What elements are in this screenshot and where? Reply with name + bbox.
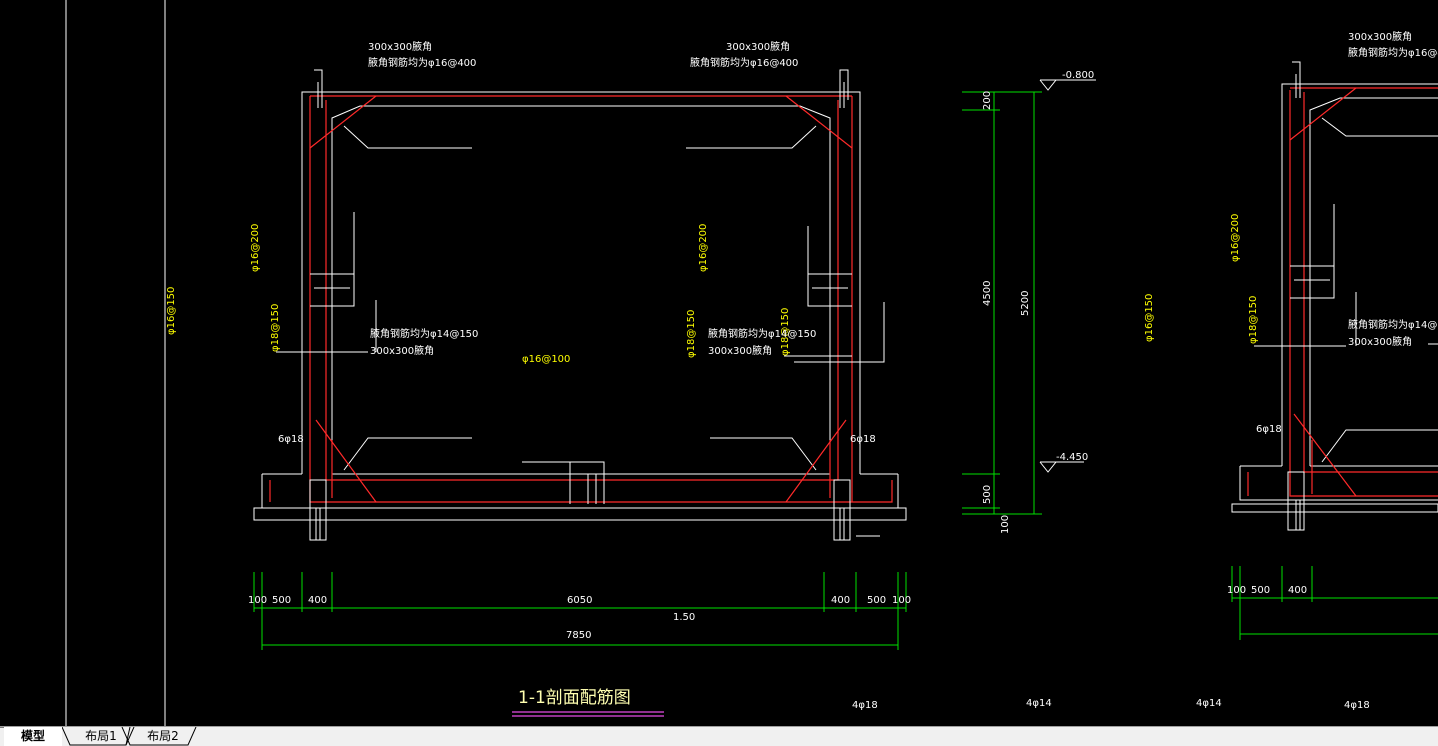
dim-400-right: 400	[831, 595, 850, 606]
tab-model[interactable]: 模型	[4, 727, 62, 746]
bar-label-wall-inner-mid: φ18@150	[686, 310, 697, 358]
bar-label-partial-outer: φ16@200	[1230, 214, 1241, 262]
callout-corner-size-left: 300x300腋角	[368, 40, 432, 53]
bar-label-far-left: φ16@150	[166, 287, 177, 335]
dim-500-vertical: 500	[982, 485, 993, 504]
dim-400-left: 400	[308, 595, 327, 606]
callout-mid-size-left: 300x300腋角	[370, 344, 434, 357]
tab-layout2[interactable]: 布局2	[147, 729, 179, 743]
elevation-bottom: -4.450	[1056, 452, 1088, 463]
bar-label-six-left: 6φ18	[278, 434, 304, 445]
callout-partial-corner-bar: 腋角钢筋均为φ16@400	[1348, 46, 1438, 59]
callout-partial-mid-size: 300x300腋角	[1348, 335, 1412, 348]
bar-label-wall-inner-right: φ18@150	[780, 308, 791, 356]
bar-label-partial-inner: φ18@150	[1248, 296, 1259, 344]
bar-label-wall-outer-left: φ16@200	[250, 224, 261, 272]
dim-100-right: 100	[892, 595, 911, 606]
schedule-label-2: 4φ14	[1026, 698, 1052, 709]
dim-100-left: 100	[248, 595, 267, 606]
bar-label-mid-right: φ16@150	[1144, 294, 1155, 342]
dim-partial-100: 100	[1227, 585, 1246, 596]
callout-mid-size-right: 300x300腋角	[708, 344, 772, 357]
bar-label-wall-inner-left: φ18@150	[270, 304, 281, 352]
dim-100-vertical: 100	[1000, 515, 1011, 534]
dim-4500-vertical: 4500	[982, 281, 993, 306]
callout-corner-bar-right: 腋角钢筋均为φ16@400	[690, 56, 798, 69]
dim-5200-vertical: 5200	[1020, 291, 1031, 316]
dim-500-right: 500	[867, 595, 886, 606]
dim-partial-500: 500	[1251, 585, 1270, 596]
callout-partial-corner-size: 300x300腋角	[1348, 30, 1412, 43]
partial-dimensions	[1231, 566, 1438, 640]
bar-label-slab: φ16@100	[522, 354, 570, 365]
bar-label-six-right: 6φ18	[850, 434, 876, 445]
dim-500-left: 500	[272, 595, 291, 606]
callout-mid-bar-right: 腋角钢筋均为φ14@150	[708, 327, 816, 340]
tab-outline	[0, 727, 197, 746]
schedule-label-1: 4φ18	[852, 700, 878, 711]
vertical-dimensions	[962, 79, 1096, 515]
callout-mid-bar-left: 腋角钢筋均为φ14@150	[370, 327, 478, 340]
dim-200-vertical: 200	[982, 91, 993, 110]
dim-6050: 6050	[567, 595, 592, 606]
horizontal-dimensions	[253, 572, 907, 650]
elevation-top: -0.800	[1062, 70, 1094, 81]
bar-label-wall-outer-right: φ16@200	[698, 224, 709, 272]
dim-7850: 7850	[566, 630, 591, 641]
callout-partial-mid-bar: 腋角钢筋均为φ14@150	[1348, 318, 1438, 331]
layout-tab-bar: 模型 布局1 布局2	[0, 726, 1438, 746]
callout-corner-size-right: 300x300腋角	[726, 40, 790, 53]
dim-150: 1.50	[673, 612, 695, 623]
drawing-title: 1-1剖面配筋图	[518, 688, 631, 708]
bar-label-partial-six: 6φ18	[1256, 424, 1282, 435]
callout-corner-bar-left: 腋角钢筋均为φ16@400	[368, 56, 476, 69]
dim-partial-400: 400	[1288, 585, 1307, 596]
schedule-label-4: 4φ18	[1344, 700, 1370, 711]
schedule-label-3: 4φ14	[1196, 698, 1222, 709]
box-section-partial	[1231, 61, 1438, 531]
tab-layout1[interactable]: 布局1	[85, 729, 117, 743]
cad-drawing-canvas[interactable]: φ16@150	[0, 0, 1438, 726]
box-section-main	[253, 69, 907, 541]
